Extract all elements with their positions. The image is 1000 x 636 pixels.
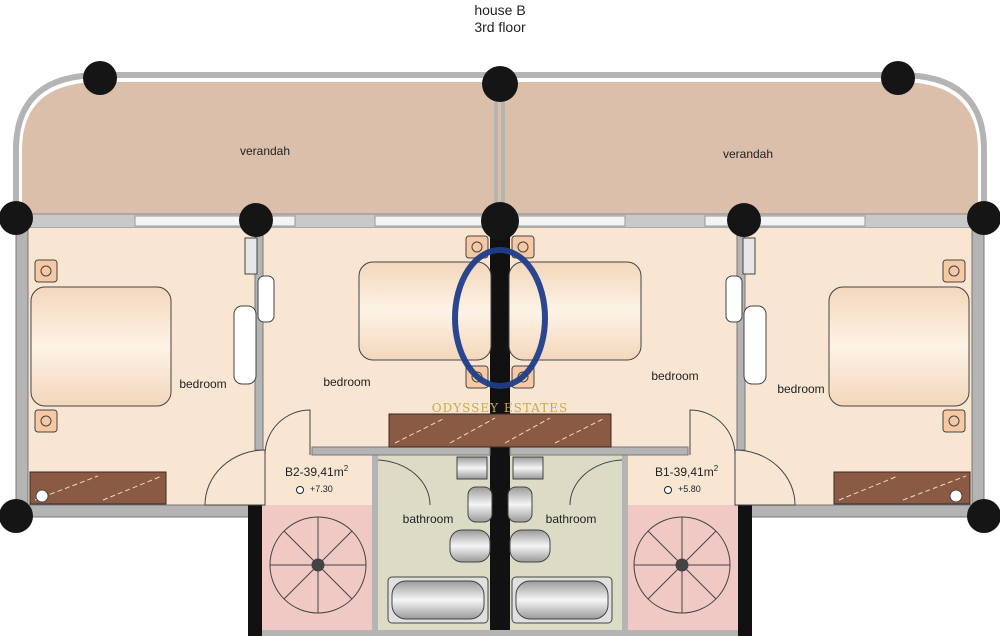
bathroom-fixtures bbox=[387, 456, 613, 624]
wall bbox=[248, 505, 262, 636]
door-swing bbox=[569, 459, 623, 506]
wardrobe-side bbox=[257, 275, 275, 323]
wardrobe-side bbox=[233, 305, 257, 385]
label-verandah-left: verandah bbox=[240, 144, 290, 158]
wall bbox=[738, 505, 752, 636]
nightstand-knobs bbox=[40, 241, 960, 427]
bed bbox=[358, 261, 492, 361]
bed bbox=[828, 286, 970, 407]
columns bbox=[0, 61, 1000, 533]
door-swing bbox=[377, 459, 431, 506]
verandah-area bbox=[22, 82, 978, 215]
floor-drain-icon bbox=[35, 489, 49, 503]
window bbox=[374, 215, 486, 227]
label-bathroom-right: bathroom bbox=[546, 512, 597, 526]
bed bbox=[30, 286, 172, 407]
window bbox=[704, 215, 866, 227]
wall bbox=[372, 455, 378, 636]
unit-b2-level: +7.30 bbox=[310, 484, 333, 494]
nightstands bbox=[34, 235, 966, 433]
watermark-logo-icon bbox=[452, 247, 548, 389]
label-verandah-right: verandah bbox=[723, 147, 773, 161]
door-swing bbox=[734, 449, 796, 506]
wardrobe-side bbox=[743, 305, 767, 385]
wall bbox=[622, 455, 628, 636]
plan-title-line2: 3rd floor bbox=[474, 19, 526, 35]
wall bbox=[262, 630, 738, 636]
wardrobe-side bbox=[725, 275, 743, 323]
label-bedroom-1: bedroom bbox=[179, 377, 226, 391]
unit-b1-area: B1-39,41m2 bbox=[655, 464, 719, 479]
radiator bbox=[742, 237, 756, 275]
label-bedroom-2: bedroom bbox=[323, 375, 370, 389]
wall bbox=[15, 227, 29, 517]
door-swing bbox=[264, 409, 311, 456]
unit-b1-level: +5.80 bbox=[678, 484, 701, 494]
plan-title-line1: house B bbox=[474, 2, 526, 18]
wardrobe bbox=[29, 413, 971, 505]
spiral-stair bbox=[269, 516, 731, 614]
wall bbox=[749, 504, 985, 518]
label-bathroom-left: bathroom bbox=[403, 512, 454, 526]
bed bbox=[508, 261, 642, 361]
wall bbox=[311, 446, 491, 456]
label-bedroom-3: bedroom bbox=[651, 369, 698, 383]
wall bbox=[509, 446, 689, 456]
wall bbox=[971, 227, 985, 517]
door-swing bbox=[204, 449, 266, 506]
window bbox=[514, 215, 626, 227]
level-marker-icon bbox=[664, 486, 672, 494]
label-bedroom-4: bedroom bbox=[777, 382, 824, 396]
level-marker-icon bbox=[296, 486, 304, 494]
window bbox=[134, 215, 296, 227]
unit-b2-area: B2-39,41m2 bbox=[285, 464, 349, 479]
watermark-text: ODYSSEY ESTATES bbox=[432, 401, 568, 415]
radiator bbox=[244, 237, 258, 275]
wall bbox=[15, 504, 251, 518]
floor-drain-icon bbox=[949, 489, 963, 503]
wardrobe-doors bbox=[34, 417, 967, 501]
door-swing bbox=[689, 409, 736, 456]
